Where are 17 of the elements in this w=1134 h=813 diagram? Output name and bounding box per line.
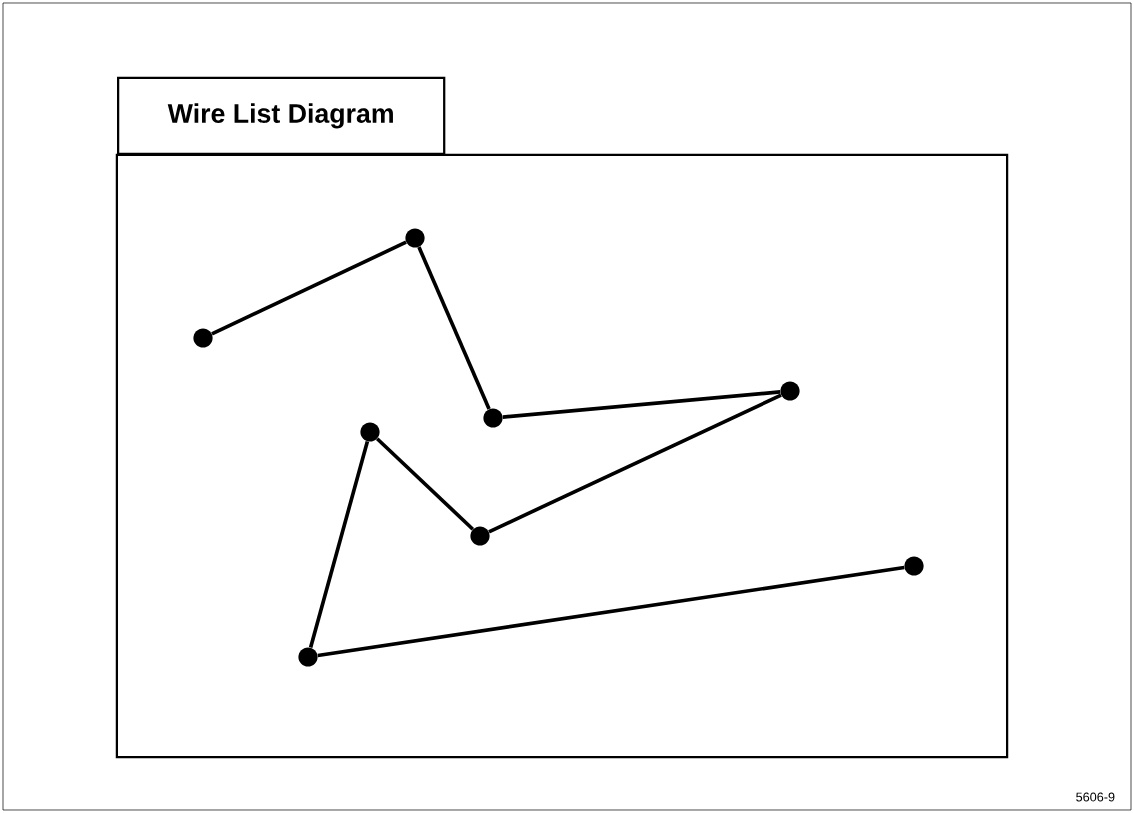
wire (375, 437, 475, 531)
wire (502, 390, 781, 419)
title-tab: Wire List Diagram (117, 76, 446, 155)
wire-dot (483, 408, 503, 428)
wire-dot (298, 647, 318, 667)
wire-dot (360, 422, 380, 442)
wire-dot (405, 228, 425, 248)
figure-number: 5606-9 (1076, 792, 1115, 802)
wire-dot (780, 381, 800, 401)
wire (211, 240, 407, 336)
wire (488, 393, 782, 534)
wire (417, 246, 491, 410)
wire (317, 565, 905, 658)
wire-dot (193, 328, 213, 348)
wire-dot (904, 556, 924, 576)
wire (308, 441, 370, 648)
wire-dot (470, 526, 490, 546)
